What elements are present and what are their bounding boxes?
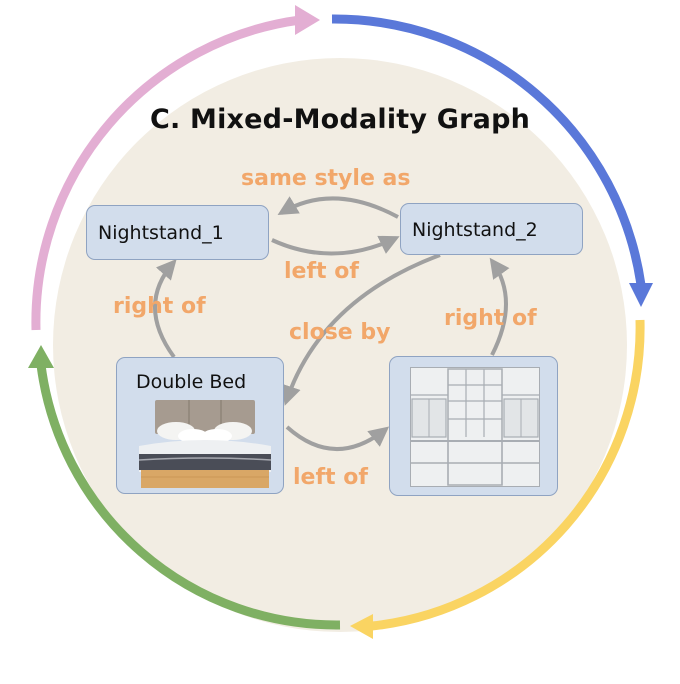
node-nightstand-1: Nightstand_1 (86, 205, 269, 260)
ring-arrowhead-yellow (350, 614, 373, 639)
edge-label-right-of-left: right of (113, 294, 206, 319)
edge-arrow-right-of-left (153, 259, 177, 359)
node-nightstand-2: Nightstand_2 (400, 203, 583, 255)
edge-label-right-of-right: right of (444, 306, 537, 331)
double-bed-image (138, 400, 272, 488)
ring-arrowhead-blue (629, 283, 653, 307)
edge-arrow-left-of-bottom (285, 425, 390, 451)
ring-arc-pink (31, 15, 301, 331)
edge-label-close-by: close by (289, 320, 391, 345)
ring-arc-blue (331, 14, 646, 286)
ring-arc-green (36, 364, 341, 630)
ring-arc-yellow (371, 319, 645, 631)
diagram-title: C. Mixed-Modality Graph (149, 104, 531, 135)
edge-label-same-style: same style as (241, 166, 411, 191)
node-double-bed: Double Bed (116, 357, 284, 494)
edge-label-left-of-top: left of (284, 259, 359, 284)
bookshelf-image (410, 367, 540, 487)
node-nightstand-1-label: Nightstand_1 (98, 222, 224, 244)
edge-label-left-of-bottom: left of (293, 465, 368, 490)
node-double-bed-label: Double Bed (136, 371, 247, 393)
node-nightstand-2-label: Nightstand_2 (412, 219, 538, 241)
edge-arrow-left-of-top (271, 235, 400, 256)
edge-arrow-same-style (277, 196, 399, 219)
edge-arrow-right-of-right (489, 257, 510, 356)
node-bookshelf (389, 356, 558, 496)
edge-arrow-close-by (281, 253, 441, 406)
ring-arrowhead-green (28, 345, 54, 368)
ring-arrowhead-pink (295, 5, 320, 35)
